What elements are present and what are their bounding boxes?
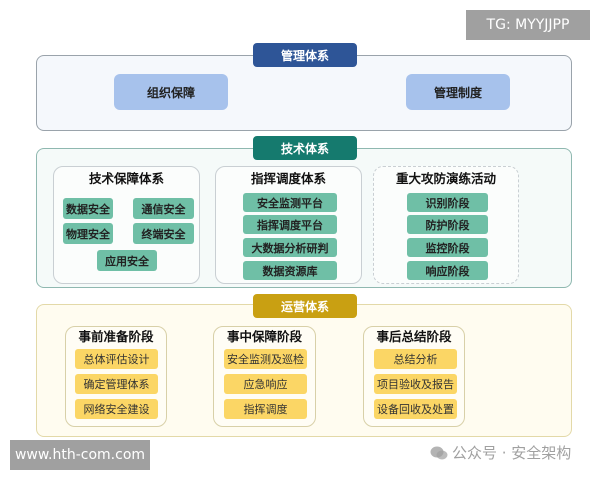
ops-panel: 事中保障阶段 安全监测及巡检 应急响应 指挥调度: [213, 326, 316, 427]
tech-item: 物理安全: [63, 223, 113, 244]
mgmt-item: 组织保障: [114, 74, 228, 110]
site-badge: www.hth-com.com: [10, 440, 150, 470]
watermark-text: 公众号 · 安全架构: [452, 444, 572, 462]
ops-item: 总体评估设计: [75, 349, 158, 369]
panel-title: 技术保障体系: [88, 171, 164, 186]
ops-item: 设备回收及处置: [374, 399, 457, 419]
ops-item: 网络安全建设: [75, 399, 158, 419]
tech-item: 数据安全: [63, 198, 113, 219]
wechat-icon: [430, 446, 448, 459]
tech-item: 指挥调度平台: [243, 215, 337, 234]
tech-item: 通信安全: [133, 198, 194, 219]
ops-item: 安全监测及巡检: [224, 349, 307, 369]
ops-panel: 事后总结阶段 总结分析 项目验收及报告 设备回收及处置: [363, 326, 465, 427]
technology-header: 技术体系: [253, 136, 357, 160]
tech-panel: 指挥调度体系 安全监测平台 指挥调度平台 大数据分析研判 数据资源库: [215, 166, 362, 284]
ops-item: 应急响应: [224, 374, 307, 394]
tech-item: 响应阶段: [407, 261, 488, 280]
tg-badge: TG: MYYJJPP: [466, 10, 590, 40]
tech-item: 大数据分析研判: [243, 238, 337, 257]
tech-item: 防护阶段: [407, 215, 488, 234]
watermark: 公众号 · 安全架构: [430, 442, 571, 463]
tech-panel: 重大攻防演练活动 识别阶段 防护阶段 监控阶段 响应阶段: [373, 166, 519, 284]
management-header: 管理体系: [253, 43, 357, 67]
panel-title: 事中保障阶段: [226, 329, 302, 344]
panel-title: 重大攻防演练活动: [395, 171, 496, 186]
ops-item: 确定管理体系: [75, 374, 158, 394]
panel-title: 指挥调度体系: [250, 171, 326, 186]
tech-item: 数据资源库: [243, 261, 337, 280]
ops-item: 指挥调度: [224, 399, 307, 419]
ops-item: 总结分析: [374, 349, 457, 369]
tech-item: 识别阶段: [407, 193, 488, 212]
tech-panel: 技术保障体系 数据安全 通信安全 物理安全 终端安全 应用安全: [53, 166, 200, 284]
tech-item: 终端安全: [133, 223, 194, 244]
operations-header: 运营体系: [253, 294, 357, 318]
mgmt-item: 管理制度: [406, 74, 510, 110]
panel-title: 事前准备阶段: [78, 329, 154, 344]
panel-title: 事后总结阶段: [376, 329, 452, 344]
tech-item: 应用安全: [97, 250, 157, 271]
tech-item: 监控阶段: [407, 238, 488, 257]
tech-item: 安全监测平台: [243, 193, 337, 212]
ops-item: 项目验收及报告: [374, 374, 457, 394]
ops-panel: 事前准备阶段 总体评估设计 确定管理体系 网络安全建设: [65, 326, 167, 427]
